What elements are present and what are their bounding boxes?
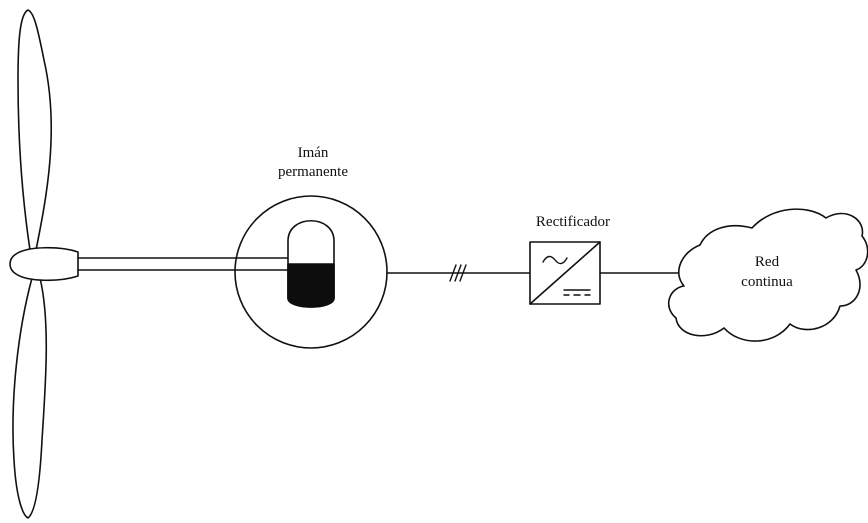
magnet-dark-pole	[287, 263, 335, 308]
grid-label: Red continua	[722, 252, 812, 292]
generator-label-line-2: permanente	[278, 164, 348, 180]
generator-circle	[234, 195, 388, 349]
rectifier-diagonal	[529, 241, 601, 305]
generator-label-line-1: Imán	[297, 145, 329, 161]
dc-symbol-icon	[563, 289, 591, 296]
turbine-hub	[9, 246, 79, 282]
ac-tilde-icon	[542, 255, 568, 265]
rectifier-label: Rectificador	[535, 214, 611, 230]
generator-label: Imán permanente	[248, 144, 378, 182]
dc-grid-cloud	[667, 208, 868, 342]
turbine-blade-lower	[12, 277, 48, 519]
three-phase-marker-icon	[449, 264, 467, 282]
turbine-blade-upper	[17, 9, 53, 251]
grid-label-line-2: continua	[741, 274, 793, 290]
grid-label-line-1: Red	[754, 254, 780, 270]
